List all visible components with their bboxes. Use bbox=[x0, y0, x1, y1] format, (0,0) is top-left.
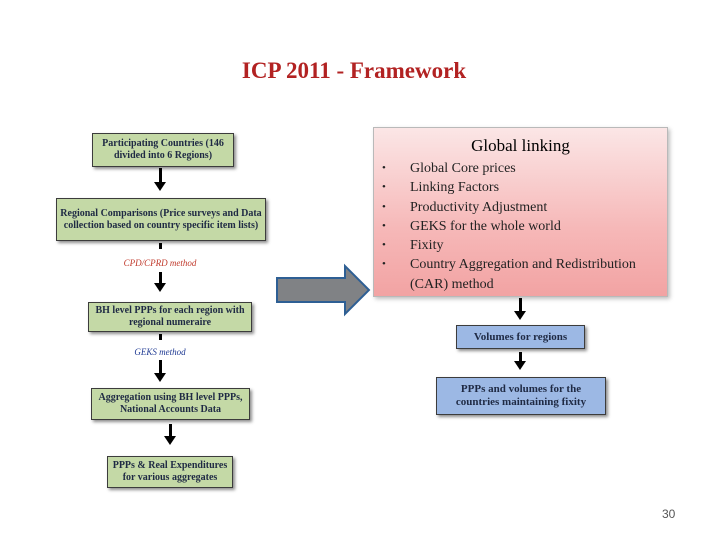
list-item: • Productivity Adjustment bbox=[374, 198, 650, 217]
flow-arrow-shaft bbox=[159, 243, 162, 249]
cpd-method-label: CPD/CPRD method bbox=[123, 258, 197, 268]
flow-arrow-shaft bbox=[159, 360, 162, 373]
global-linking-box: Global linking • Global Core prices • Link… bbox=[373, 127, 668, 297]
bullet: • bbox=[382, 200, 386, 213]
flow-arrow-head bbox=[154, 283, 166, 292]
real-expenditures-box: PPPs & Real Expenditures for various agg… bbox=[107, 456, 233, 488]
bh-level-ppps-box: BH level PPPs for each region with regio… bbox=[88, 302, 252, 332]
list-item: • Fixity bbox=[374, 236, 650, 255]
global-linking-list: • Global Core prices • Linking Factors • Pr… bbox=[374, 159, 650, 294]
bullet: • bbox=[382, 239, 386, 252]
flow-arrow-head bbox=[164, 436, 176, 445]
regional-comparisons-box: Regional Comparisons (Price surveys and … bbox=[56, 198, 266, 241]
slide-title: ICP 2011 - Framework bbox=[241, 58, 467, 83]
flow-arrow-shaft bbox=[519, 298, 522, 311]
bullet: • bbox=[382, 162, 386, 174]
bullet: • bbox=[382, 181, 386, 194]
list-item: • Country Aggregation and Redistribution … bbox=[374, 255, 650, 294]
flow-arrow-head bbox=[514, 311, 526, 320]
geks-method-label: GEKS method bbox=[134, 347, 186, 357]
flow-arrow-head bbox=[154, 373, 166, 382]
bullet: • bbox=[382, 219, 386, 232]
bullet: • bbox=[382, 258, 386, 271]
list-item-text: GEKS for the whole world bbox=[410, 218, 561, 234]
participating-countries-box: Participating Countries (146 divided int… bbox=[92, 133, 234, 167]
list-item: • Global Core prices bbox=[374, 159, 650, 178]
list-item-text: Country Aggregation and Redistribution (… bbox=[410, 257, 636, 292]
list-item: • Linking Factors bbox=[374, 178, 650, 197]
flow-arrow-head bbox=[154, 182, 166, 191]
list-item-text: Linking Factors bbox=[410, 180, 500, 196]
list-item: • GEKS for the whole world bbox=[374, 217, 650, 236]
page-number: 30 bbox=[662, 507, 676, 521]
big-right-arrow bbox=[276, 263, 371, 317]
ppps-volumes-fixity-box: PPPs and volumes for the countries maint… bbox=[436, 377, 606, 415]
list-item-text: Productivity Adjustment bbox=[410, 199, 548, 215]
flow-arrow-shaft bbox=[159, 168, 162, 182]
flow-arrow-shaft bbox=[169, 424, 172, 436]
flow-arrow-shaft bbox=[159, 272, 162, 283]
list-item-text: Fixity bbox=[410, 238, 444, 254]
volumes-for-regions-box: Volumes for regions bbox=[456, 325, 585, 349]
list-item-text: Global Core prices bbox=[410, 161, 516, 176]
global-linking-heading: Global linking bbox=[471, 136, 570, 155]
aggregation-box: Aggregation using BH level PPPs, Nationa… bbox=[91, 388, 250, 420]
flow-arrow-shaft bbox=[519, 352, 522, 361]
flow-arrow-shaft bbox=[159, 334, 162, 340]
flow-arrow-head bbox=[514, 361, 526, 370]
